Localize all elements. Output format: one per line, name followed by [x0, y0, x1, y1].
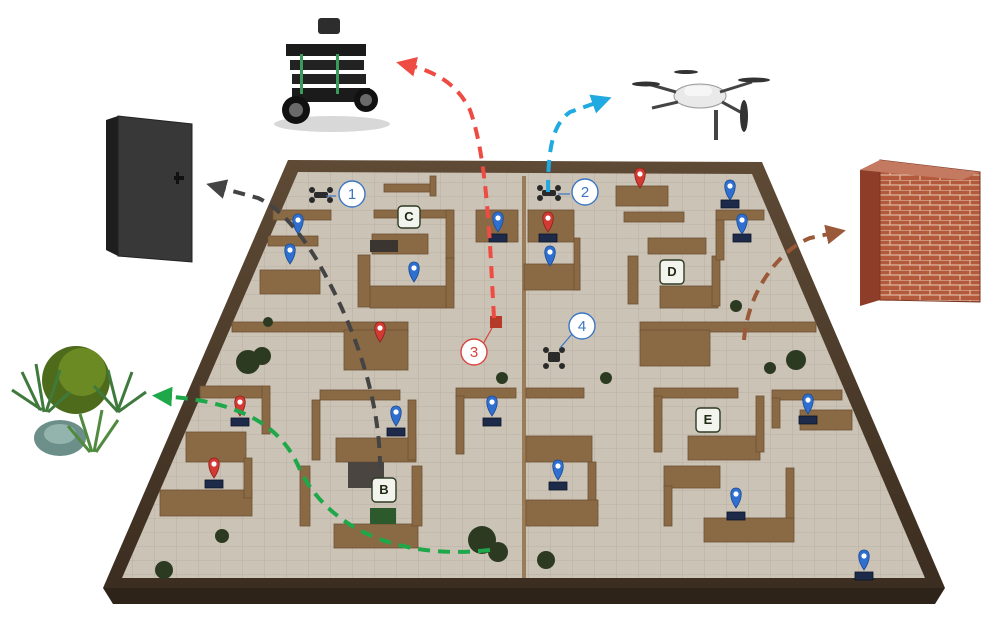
agent-drone-4: [543, 347, 565, 369]
callout-4-label: 4: [578, 318, 586, 335]
shelf-obstacle: [370, 240, 398, 252]
callout-4: 4: [559, 312, 596, 349]
callout-3-label: 3: [470, 344, 478, 361]
callout-1: 1: [326, 180, 366, 208]
ground-robot-icon: [274, 18, 390, 132]
arrow-to-drone: [546, 94, 612, 193]
zone-d-text: D: [667, 264, 676, 279]
callout-2: 2: [558, 178, 599, 206]
arrow-to-plants: [152, 386, 491, 554]
zone-label-b: B: [371, 477, 397, 503]
arena-vegetation: [155, 300, 806, 579]
door-icon: [106, 115, 193, 263]
quadcopter-drone-icon: [632, 70, 770, 140]
zone-label-d: D: [659, 259, 685, 285]
callout-3: 3: [460, 327, 493, 366]
agent-robot-3: [490, 316, 502, 328]
arrow-to-robot: [396, 56, 496, 319]
zone-e-text: E: [704, 412, 713, 427]
arrow-to-door: [206, 179, 382, 469]
zone-c-text: C: [404, 209, 414, 224]
green-mat: [370, 508, 396, 524]
callout-2-label: 2: [581, 184, 589, 201]
plants-icon: [11, 346, 147, 456]
agent-drone-1: [309, 187, 333, 203]
zone-label-e: E: [695, 407, 721, 433]
brick-wall-icon: [860, 159, 981, 306]
zone-label-c: C: [397, 205, 421, 229]
agent-drone-2: [537, 185, 561, 201]
callout-1-label: 1: [348, 186, 356, 203]
arrow-to-wall: [742, 224, 846, 341]
maze-walls: [159, 175, 853, 549]
arena: [103, 160, 945, 604]
zone-b-text: B: [379, 482, 388, 497]
